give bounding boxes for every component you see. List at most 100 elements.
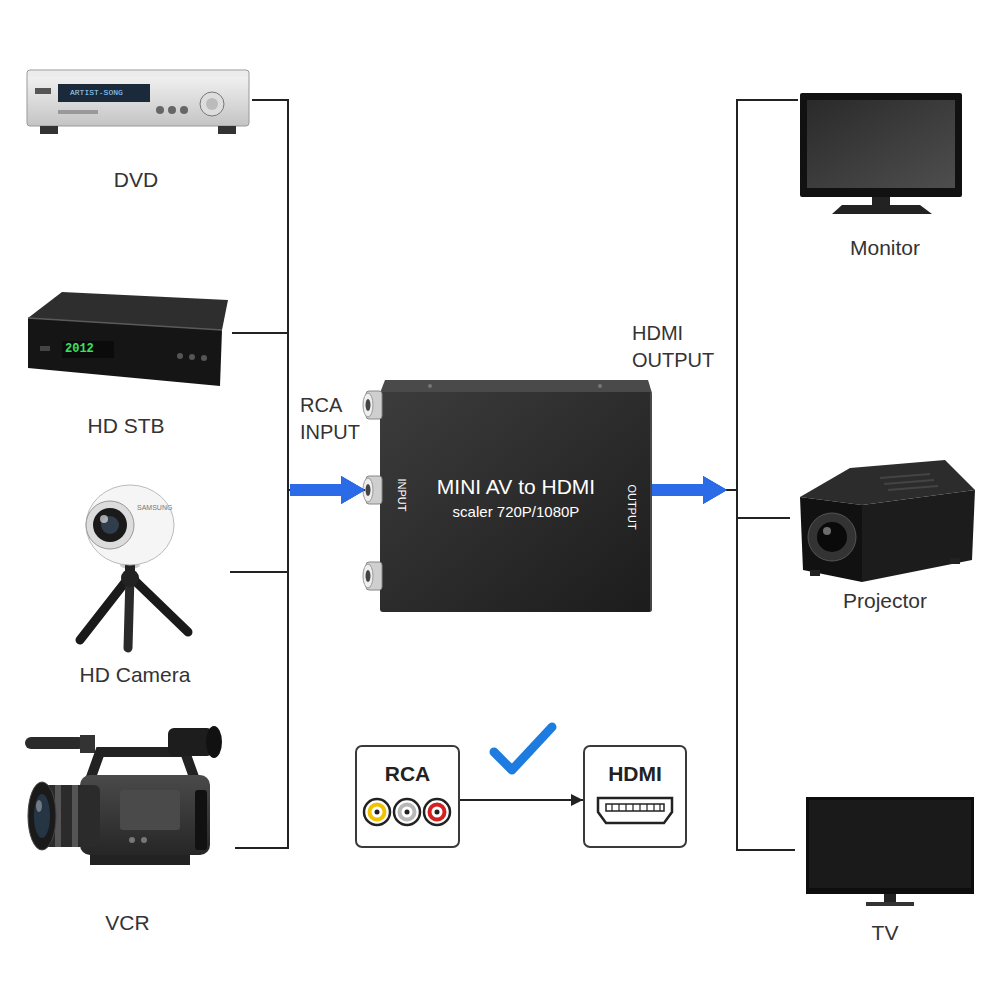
display-text: ARTIST-SONG (70, 88, 123, 98)
projector-illustration (800, 460, 975, 582)
flow-arrow (290, 476, 365, 504)
set-top-box-illustration (28, 318, 222, 330)
connector-name: RCA (385, 763, 431, 785)
camcorder-illustration (72, 785, 78, 847)
rca-plugs-icon (394, 799, 420, 825)
source-device: DVD (20, 60, 252, 192)
display-device: TV (795, 795, 975, 945)
360-camera-illustration (86, 485, 174, 565)
camcorder-illustration (25, 737, 85, 749)
dvd-player-illustration (40, 126, 58, 134)
connector-icon-box: HDMI (583, 745, 687, 848)
flow-arrow (290, 476, 365, 504)
rca-plugs-icon (400, 805, 415, 820)
360-camera-illustration (130, 576, 188, 632)
display-device: Projector (790, 458, 980, 613)
360-camera-illustration (80, 576, 130, 640)
dvd-player-illustration (200, 92, 224, 116)
set-top-box-illustration (62, 341, 114, 358)
dvd-player-illustration (58, 110, 98, 114)
hdmi-port-icon (606, 804, 664, 811)
source-device: HD Camera (40, 480, 230, 687)
rca-plugs-icon (430, 805, 445, 820)
source-device: VCR (20, 725, 235, 935)
dvd-player-illustration (168, 106, 176, 114)
monitor-illustration (832, 205, 932, 214)
tv-illustration (809, 800, 971, 888)
rca-plugs-icon (370, 805, 385, 820)
connector-name: HDMI (608, 763, 662, 785)
tv-illustration (806, 797, 974, 906)
projector-illustration (888, 486, 938, 490)
rca-plugs-icon (375, 810, 380, 815)
device-label: HD Camera (80, 663, 191, 687)
rca-jack (363, 564, 373, 588)
connector-line (460, 799, 583, 801)
360-camera-illustration (101, 516, 119, 534)
flow-arrow (290, 476, 365, 504)
dvd-player-illustration (206, 98, 218, 110)
set-top-box-illustration (28, 318, 222, 386)
converter-illustration (380, 392, 652, 612)
dvd-player-illustration (180, 106, 188, 114)
projector-illustration (810, 570, 820, 576)
monitor-illustration (800, 93, 962, 197)
monitor-illustration (807, 100, 955, 188)
rca-plugs-icon (364, 799, 390, 825)
projector-illustration (950, 558, 960, 564)
product-subtitle: scaler 720P/1080P (380, 503, 652, 521)
set-top-box-illustration (189, 354, 195, 360)
rca-jack (363, 393, 373, 417)
tv-illustration (806, 797, 974, 894)
camcorder-illustration (195, 790, 207, 850)
camcorder-illustration (90, 855, 190, 865)
projector-illustration (808, 513, 856, 561)
product-title: MINI AV to HDMI (380, 475, 652, 499)
rca-plugs-icon (435, 810, 440, 815)
360-camera-illustration (121, 569, 139, 587)
set-top-box-illustration (28, 292, 228, 386)
camcorder-illustration (25, 726, 222, 865)
rca-jack (363, 476, 382, 504)
rca-plugs-icon (364, 799, 450, 825)
hdmi-port-icon (612, 804, 660, 811)
monitor-illustration (872, 197, 890, 205)
rca-jack (363, 391, 382, 419)
projector-illustration (884, 480, 934, 484)
set-top-box-illustration (201, 355, 207, 361)
dvd-player-illustration (35, 88, 51, 94)
projector-illustration (800, 497, 862, 582)
hdmi-port-icon (598, 798, 672, 823)
dvd-player-illustration (58, 84, 150, 102)
360-camera-illustration (100, 515, 108, 523)
connector-line (652, 100, 798, 490)
connector-line (232, 333, 365, 490)
360-camera-illustration (86, 501, 134, 549)
check-mark (494, 727, 552, 770)
device-label: VCR (105, 911, 149, 935)
flow-arrow (290, 476, 365, 504)
tv-illustration (884, 894, 896, 902)
projector-illustration (880, 474, 930, 478)
port-caption: RCA INPUT (300, 392, 384, 446)
dvd-player-illustration (27, 70, 249, 126)
connector-line (235, 490, 365, 848)
rca-plugs-icon (405, 810, 410, 815)
360-camera-illustration (80, 485, 188, 648)
projector-illustration (862, 490, 975, 582)
flow-arrow (652, 476, 727, 504)
dvd-player-illustration (28, 71, 248, 77)
rca-jack (366, 399, 371, 411)
projector-illustration (823, 527, 831, 535)
device-label: Projector (843, 589, 927, 613)
port-label: INPUT (396, 479, 408, 512)
converter-illustration (428, 384, 432, 388)
rca-jack (366, 484, 371, 496)
device-label: HD STB (87, 414, 164, 438)
camcorder-illustration (28, 782, 56, 850)
device-label: DVD (114, 168, 158, 192)
camcorder-illustration (36, 800, 42, 812)
